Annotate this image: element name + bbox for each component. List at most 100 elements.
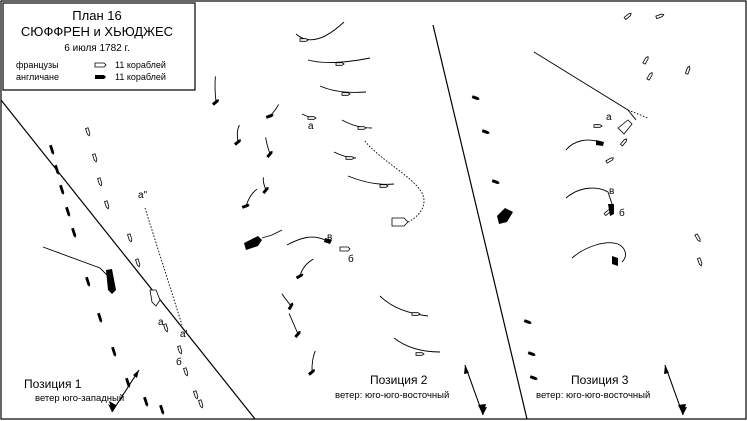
position-1-french-line [85,127,204,409]
english-ship [307,350,316,376]
english-ship [262,177,269,195]
french-ship [605,157,615,164]
legend-english: англичане 11 кораблей [16,72,166,82]
french-ship [593,124,603,128]
position-3-label-a: а [606,112,612,123]
position-2-flag-track [363,139,425,223]
french-ship [646,71,653,81]
french-ship [333,151,357,160]
french-ship [104,200,110,210]
french-ship [347,175,395,188]
position-1-wind: ветер юго-западный [35,393,124,404]
position-1-french-flagship [149,289,161,307]
position-2-ship-v [324,238,332,244]
french-ship [301,113,317,120]
english-ship [59,184,65,195]
french-ship [198,399,204,409]
position-1-wind-arrow-icon [108,369,140,413]
english-ship [481,129,490,135]
french-ship [85,127,91,137]
position-2-ship-b [339,246,351,252]
legend-french-ship-icon [94,62,107,68]
position-1-label-a-prime: а' [180,329,188,340]
french-ship [619,138,628,147]
english-ship [54,164,60,175]
english-ship [241,188,258,209]
french-ship [135,258,141,268]
english-ship [529,375,538,381]
legend-english-label: англичане [16,72,59,82]
plan-number: План 16 [72,8,121,23]
position-3-cluster-track [565,139,601,151]
position-2-english-flag-track [261,229,283,239]
position-1-english-flag-track [42,246,111,279]
position-3-approach-track [533,51,637,121]
english-ship [85,276,91,287]
position-3-loop-ship [612,256,618,266]
position-2-english-line [211,76,316,376]
position-1-title: Позиция 1 [24,377,82,391]
english-ship [471,95,480,101]
french-ship [183,367,189,377]
position-2-wind-arrow-icon [464,364,487,416]
english-ship [159,404,165,415]
position-3-french-line [593,12,703,267]
french-ship [379,295,429,317]
position-2-french-line [295,21,441,356]
position-1-label-a-double: а" [138,190,148,201]
french-ship [696,257,703,267]
english-ship [265,137,273,159]
position-3-english-flagship [497,208,513,224]
french-ship [642,55,649,65]
french-ship [307,57,371,66]
position-2: а в б Позиция 2 ветер: юго-юго-восточный [211,21,487,416]
french-ship [97,177,103,187]
position-3-ship-v-track [565,187,613,205]
position-2-label-a: а [308,121,314,132]
legend-french-label: французы [16,60,59,70]
english-ship [491,179,500,185]
position-1: а" а а' б Позиция 1 ветер юго-западный [24,127,204,415]
french-ship [341,119,373,130]
english-ship [523,319,532,325]
position-2-english-flagship [244,236,262,250]
french-ship [694,233,701,243]
english-ship [49,144,55,155]
position-2-title: Позиция 2 [370,373,428,387]
position-3-wind-arrow-icon [664,364,687,416]
position-3-title: Позиция 3 [571,373,629,387]
french-ship [393,337,441,356]
panel-divider-2 [432,24,528,420]
position-3-label-v: в [609,186,614,197]
title-box: План 16 СЮФФРЕН и ХЬЮДЖЕС 6 июля 1782 г.… [2,2,196,91]
french-ship [193,390,199,400]
english-ship [211,76,220,106]
legend-english-count: 11 кораблей [115,72,166,82]
french-ship [295,21,345,42]
french-ship [127,233,133,243]
position-1-dotted-track [144,207,183,326]
legend-french-count: 11 кораблей [115,60,166,70]
position-2-label-v: в [327,232,332,243]
position-3-label-b: б [619,207,625,219]
french-ship [684,65,691,75]
english-ship [71,227,77,238]
position-3: а в б Позиция 3 ветер: юго-юго-восточный [471,12,703,416]
english-ship [143,396,149,407]
legend-english-ship-icon [95,75,106,79]
english-ship [233,124,242,146]
english-ship [281,293,294,311]
english-ship [295,258,314,280]
position-2-french-flagship [391,217,409,227]
position-2-wind: ветер: юго-юго-восточный [335,390,449,401]
french-ship [655,13,665,20]
english-ship [111,346,117,357]
french-ship [163,323,169,333]
french-ship [92,153,98,163]
position-3-wind: ветер: юго-юго-восточный [536,390,650,401]
english-ship [527,351,536,357]
panel-divider-1 [0,99,256,420]
position-3-ship-v [608,204,614,216]
